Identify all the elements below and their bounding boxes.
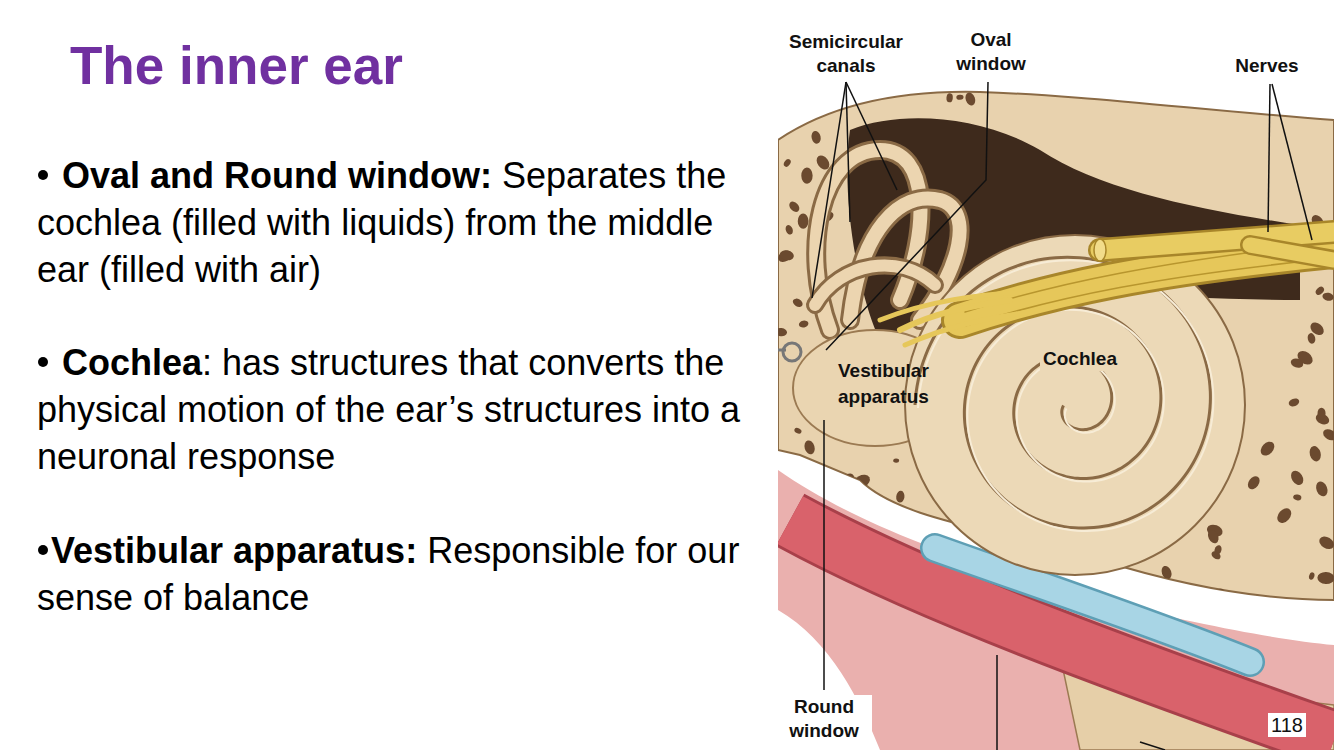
bullet-term: Oval and Round window: [62, 155, 492, 196]
bullet-term: Cochlea [62, 342, 202, 383]
part-label: Semicircular canals [781, 30, 911, 78]
bone-pore [815, 103, 826, 112]
nerve-end [1094, 239, 1106, 261]
bone-pore [896, 490, 906, 503]
bone-pore [895, 521, 906, 530]
bone-pore [1317, 408, 1325, 420]
bone-pore [798, 563, 806, 569]
bone-pore [1258, 439, 1277, 458]
bullet-paragraph: Cochlea: has structures that converts th… [37, 339, 742, 480]
bone-pore [1274, 506, 1294, 526]
bone-pore [855, 507, 863, 513]
bone-pore [778, 248, 794, 264]
bone-pore [1307, 332, 1317, 344]
figure-ground [778, 0, 1334, 750]
bone-pore [840, 471, 857, 489]
bullet-paragraph: Oval and Round window:Separates the coch… [37, 152, 742, 293]
page-number: 118 [1268, 713, 1306, 737]
bone-pore [1322, 292, 1334, 302]
bone-pore [1288, 397, 1301, 408]
part-label: Round window [776, 695, 872, 743]
bone-pore [1308, 445, 1323, 463]
bullet-paragraph: Vestibular apparatus:Responsible for our… [37, 527, 742, 621]
bone-pore [793, 427, 802, 435]
bone-pore [782, 158, 792, 168]
bone-pore [956, 94, 964, 99]
bone-pore [1206, 528, 1221, 545]
bone-pore [893, 458, 899, 462]
part-label: Vestibular apparatus [838, 358, 938, 410]
bone-pore [798, 320, 809, 329]
nerves [880, 232, 1334, 345]
bone-pore [787, 200, 801, 214]
slide-title: The inner ear [70, 34, 403, 98]
bone-pore [964, 91, 977, 107]
bone-pore [803, 439, 816, 455]
bone-pore [946, 93, 953, 103]
bone-pore [880, 500, 899, 519]
bone-pore [1211, 587, 1227, 601]
bone-pore [1160, 565, 1173, 581]
bone-pore [831, 484, 851, 505]
bone-pore [1308, 572, 1315, 581]
bone-pore [810, 130, 822, 145]
bone-pore [1314, 480, 1330, 498]
bone-pore [851, 472, 872, 491]
bone-pore [798, 213, 809, 228]
bone-pore [784, 224, 794, 236]
bone-pore [1170, 582, 1182, 598]
bone-pore [1317, 534, 1334, 552]
bullet-dot [38, 170, 48, 180]
bone-pore [858, 497, 866, 506]
bone-pore [1317, 572, 1334, 585]
bone-pore [1293, 494, 1302, 501]
ossicle [778, 343, 801, 361]
part-label: Oval window [946, 28, 1036, 76]
bone-pore [791, 297, 804, 309]
bone-pore [779, 249, 795, 261]
bone-pore [1210, 550, 1222, 561]
bone-pore [1237, 99, 1251, 109]
bullet-dot [38, 545, 48, 555]
bone-pore [778, 327, 788, 337]
part-label: Cochlea [1040, 347, 1120, 371]
bone-pore [801, 167, 813, 183]
bone-pore [1245, 474, 1262, 492]
bone-pore [1314, 285, 1325, 296]
bullet-dot [38, 357, 48, 367]
bone-pore [1289, 468, 1306, 487]
bone-pore [1290, 357, 1305, 370]
bone-pore [1321, 427, 1334, 443]
part-label: Nerves [1235, 54, 1298, 78]
leader-lines [812, 82, 1312, 750]
bone-pore [1171, 95, 1178, 105]
bullet-term: Vestibular apparatus: [51, 530, 417, 571]
